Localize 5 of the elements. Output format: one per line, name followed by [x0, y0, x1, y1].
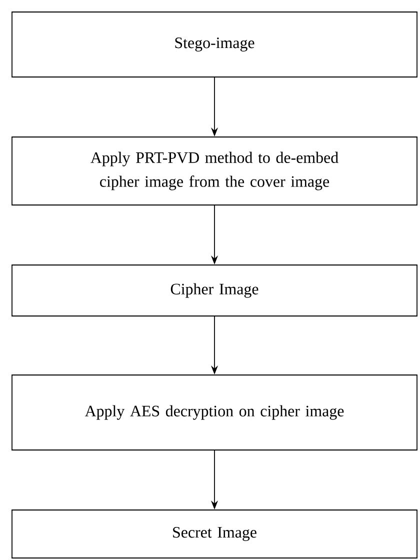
process-box: Cipher Image [12, 264, 418, 316]
process-box: Secret Image [12, 510, 418, 558]
process-box: Apply PRT-PVD method to de-embed cipher image from the cover image [12, 136, 418, 206]
process-box: Stego-image [12, 12, 418, 78]
process-box: Apply AES decryption on cipher image [12, 374, 418, 450]
